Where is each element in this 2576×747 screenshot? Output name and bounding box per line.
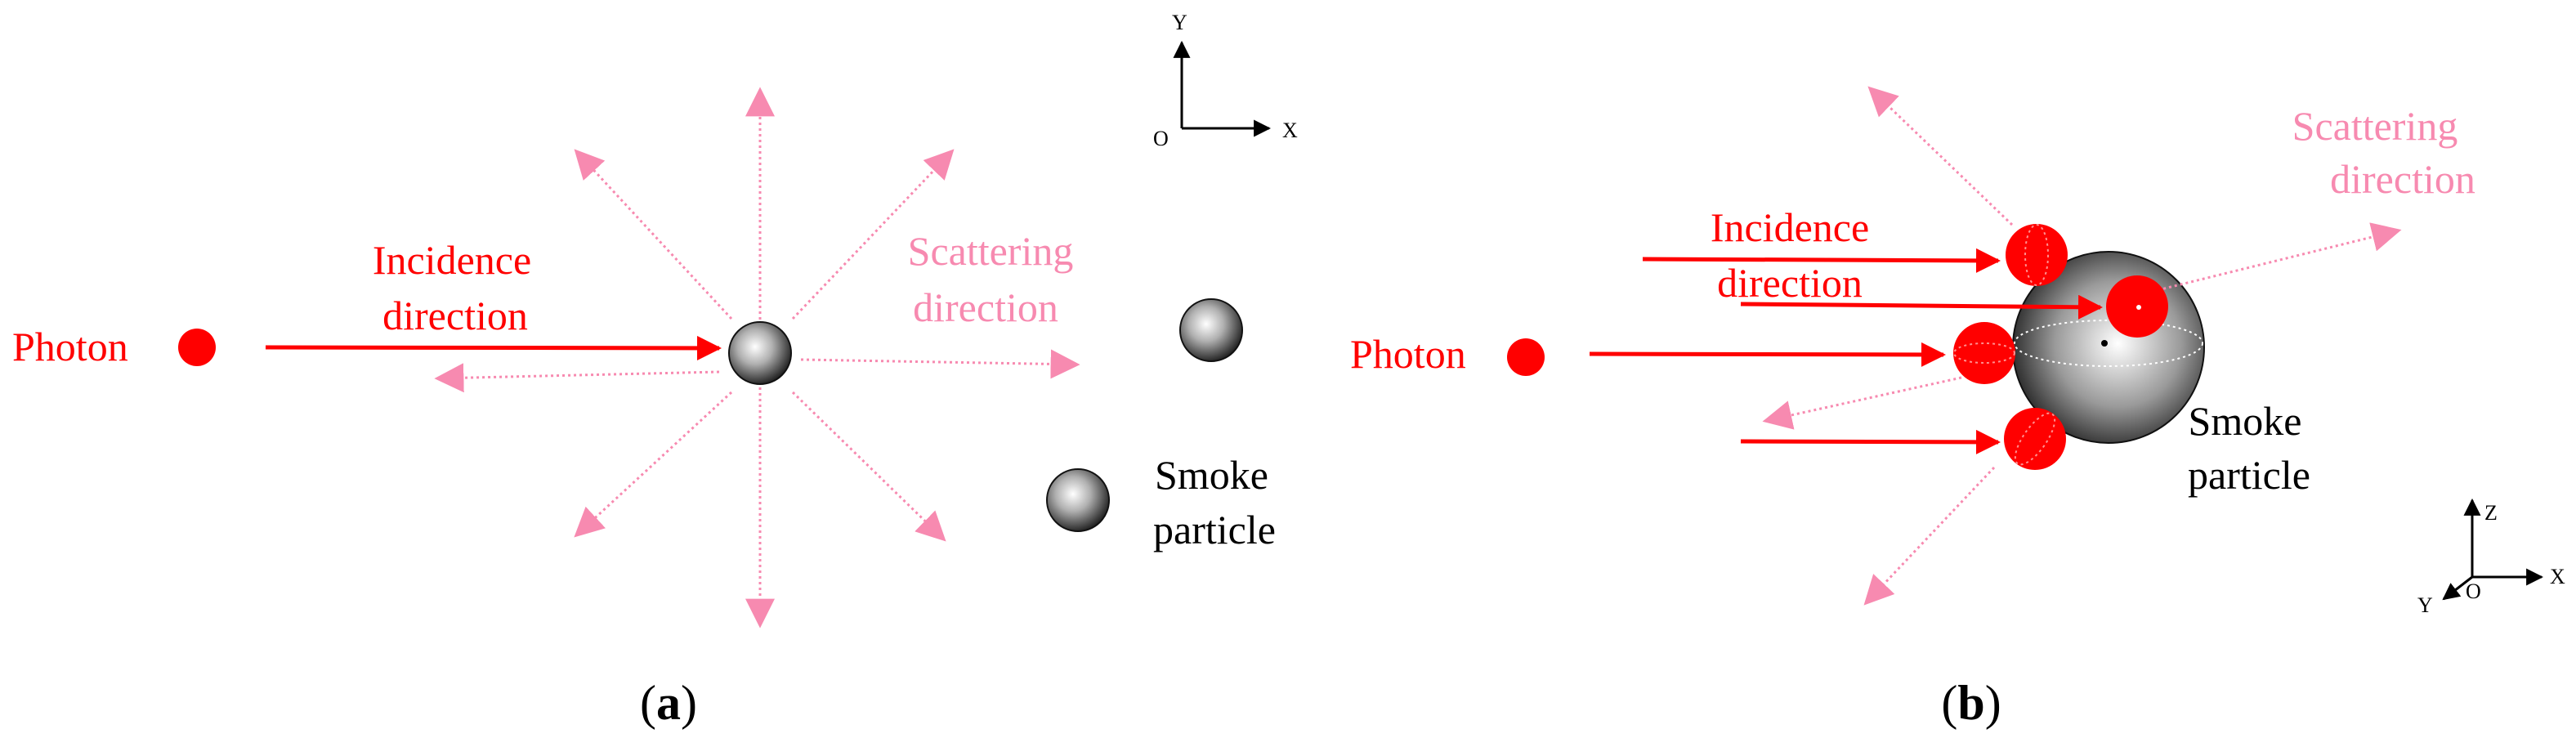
photon-b [1507,338,1545,376]
incidence-b-arrow-4 [1740,429,2001,454]
smoke-particle-lower [1046,468,1110,532]
scatter-b-down-left [1863,466,1996,606]
photon-label-a: Photon [12,324,128,369]
smoke-label-a-line2: particle [1153,507,1276,552]
smoke-label-a-line1: Smoke [1155,452,1268,498]
surface-photon-bottom-meridian [2014,412,2056,466]
incidence-b-arrow-2 [1740,294,2103,320]
surface-photons [1953,224,2168,470]
panel-b: Photon Incidence direction Scattering di… [1350,86,2565,730]
scattering-arrows-a [434,87,1080,628]
axes-b [2442,498,2544,601]
surface-photon-bottom [2004,408,2066,470]
surface-photon-top-meridian [2024,224,2049,286]
incidence-label-a-line1: Incidence [373,237,531,283]
surface-photon-top [2006,224,2068,286]
axes-a [1173,40,1272,137]
caption-a: (a) [640,676,697,730]
smoke-label-b-line1: Smoke [2189,398,2302,444]
particle-center-dot [2101,340,2108,347]
axis-b-z-label: Z [2484,501,2498,525]
scatter-arrow-left [434,363,720,393]
axis-a-y-label: Y [1172,11,1187,34]
incidence-label-b-line2: direction [1717,260,1863,306]
incidence-b-arrow-3 [1589,342,1946,367]
surface-photon-front-dot [2136,305,2141,310]
scatter-arrow-up-right [791,149,955,320]
scatter-arrow-down-right [791,391,946,542]
axis-b-x-label: X [2550,565,2565,588]
axis-a-origin-label: O [1153,127,1169,150]
scatter-b-right [2140,222,2402,296]
incidence-label-a-line2: direction [382,293,528,338]
photon-label-b: Photon [1350,331,1466,377]
scatter-arrow-up-left [574,149,733,320]
particle-equator [2014,320,2203,367]
photon-a [178,329,216,366]
incidence-arrows-b [1589,248,2103,454]
scattering-label-a-line2: direction [913,284,1058,330]
axis-b-y-label: Y [2417,593,2433,617]
scattering-label-b-line1: Scattering [2292,103,2458,149]
panel-a: Photon Incidence direction Scattering di… [12,11,1298,730]
scatter-arrow-right [800,349,1080,379]
axis-b-y-line [2442,575,2473,601]
incidence-b-arrow-1 [1642,248,2001,273]
scattering-arrows-b [1762,86,2402,606]
smoke-label-b-line2: particle [2188,452,2310,498]
surface-photon-middle-equator [1953,342,2015,364]
scattering-label-b-line2: direction [2330,156,2475,202]
axis-b-origin-label: O [2466,579,2481,603]
smoke-particle-upper [1179,298,1243,362]
scatter-arrow-down-left [574,391,733,538]
surface-photon-middle [1953,322,2015,384]
scattering-label-a-line1: Scattering [908,228,1074,274]
scatter-b-left [1762,376,1962,430]
smoke-particle-central [728,321,792,385]
scatter-b-up-left [1867,86,2014,226]
caption-b: (b) [1941,676,2001,730]
incidence-label-b-line1: Incidence [1711,204,1869,250]
axis-a-x-label: X [1282,119,1298,142]
incidence-arrow-a [265,335,722,360]
